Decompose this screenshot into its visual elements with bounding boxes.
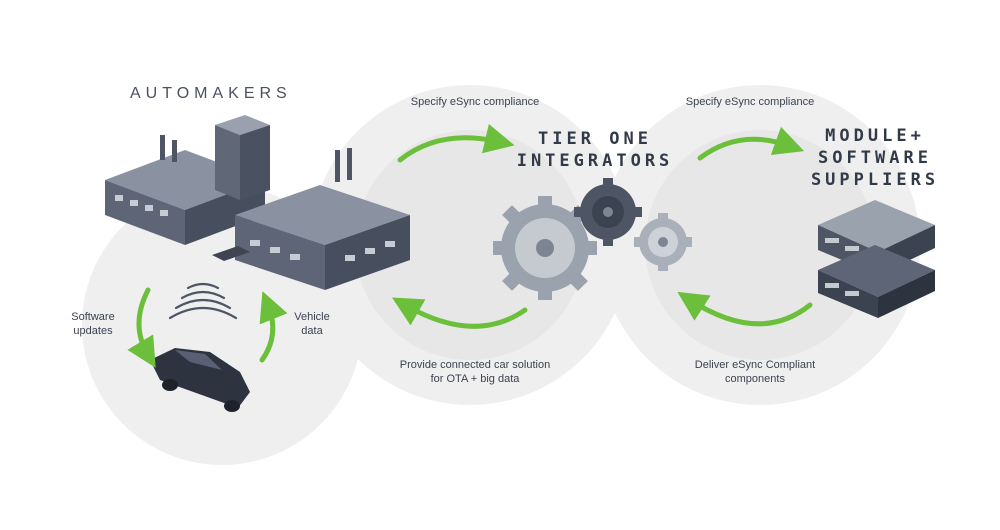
wireless-signal-icon bbox=[168, 282, 238, 320]
software-updates-line1: Software bbox=[71, 311, 115, 323]
car-illustration bbox=[150, 348, 250, 412]
module-hardware-illustration bbox=[818, 200, 935, 318]
factory-illustration bbox=[105, 115, 410, 290]
deliver-label-line1: Deliver eSync Compliant bbox=[694, 359, 816, 371]
vehicle-data-label: Vehicle data bbox=[282, 310, 342, 338]
top-gear-icon bbox=[574, 178, 642, 246]
specify-right-arrow bbox=[697, 126, 805, 161]
software-updates-label: Software updates bbox=[58, 310, 128, 338]
provide-label-line2: for OTA + big data bbox=[430, 373, 520, 385]
vehicle-data-line1: Vehicle bbox=[294, 311, 330, 323]
software-updates-line2: updates bbox=[73, 325, 113, 337]
gears-illustration bbox=[493, 178, 692, 300]
provide-arrow bbox=[391, 297, 528, 329]
provide-label-line1: Provide connected car solution bbox=[399, 359, 551, 371]
vehicle-data-line2: data bbox=[301, 325, 323, 337]
deliver-arrow bbox=[677, 291, 813, 327]
deliver-label: Deliver eSync Compliant components bbox=[655, 358, 855, 386]
vehicle-data-arrow bbox=[259, 291, 288, 363]
suppliers-title-line2: SOFTWARE bbox=[818, 148, 932, 168]
specify-left-arrow bbox=[397, 123, 515, 163]
tier-one-title-line1: TIER ONE bbox=[538, 129, 652, 149]
suppliers-title: MODULE+ SOFTWARE SUPPLIERS bbox=[800, 125, 950, 191]
suppliers-title-line1: MODULE+ bbox=[825, 126, 925, 146]
specify-left-label: Specify eSync compliance bbox=[410, 96, 540, 108]
provide-label: Provide connected car solution for OTA +… bbox=[375, 358, 575, 386]
tier-one-title-line2: INTEGRATORS bbox=[516, 151, 674, 171]
automakers-title: AUTOMAKERS bbox=[130, 85, 292, 102]
suppliers-title-line3: SUPPLIERS bbox=[810, 170, 940, 190]
specify-right-label: Specify eSync compliance bbox=[685, 96, 815, 108]
deliver-label-line2: components bbox=[725, 373, 785, 385]
small-gear-icon bbox=[634, 213, 692, 271]
tier-one-title: TIER ONE INTEGRATORS bbox=[515, 128, 675, 172]
software-updates-arrow bbox=[127, 287, 156, 368]
